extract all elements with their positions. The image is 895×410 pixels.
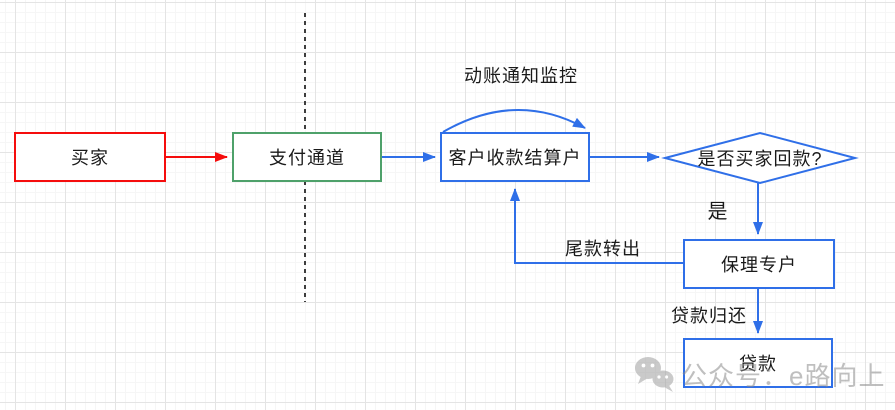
node-settlement-account: 客户收款结算户: [440, 132, 590, 182]
edge-factoring-to-settlement: [510, 188, 683, 264]
edge-label-tail-transfer: 尾款转出: [565, 239, 641, 259]
node-buyer: 买家: [14, 132, 166, 182]
edge-monitor-self-loop: [442, 108, 586, 133]
node-payment-channel: 支付通道: [232, 132, 382, 182]
edge-label-yes: 是: [707, 201, 729, 223]
edge-label-monitor: 动账通知监控: [464, 66, 578, 86]
decision-diamond-shape: [661, 131, 859, 185]
edge-label-loan-repay: 贷款归还: [671, 306, 747, 326]
node-factoring-account: 保理专户: [683, 239, 835, 289]
node-decision-label: 是否买家回款?: [697, 149, 823, 169]
node-loan: 贷款: [683, 338, 833, 388]
